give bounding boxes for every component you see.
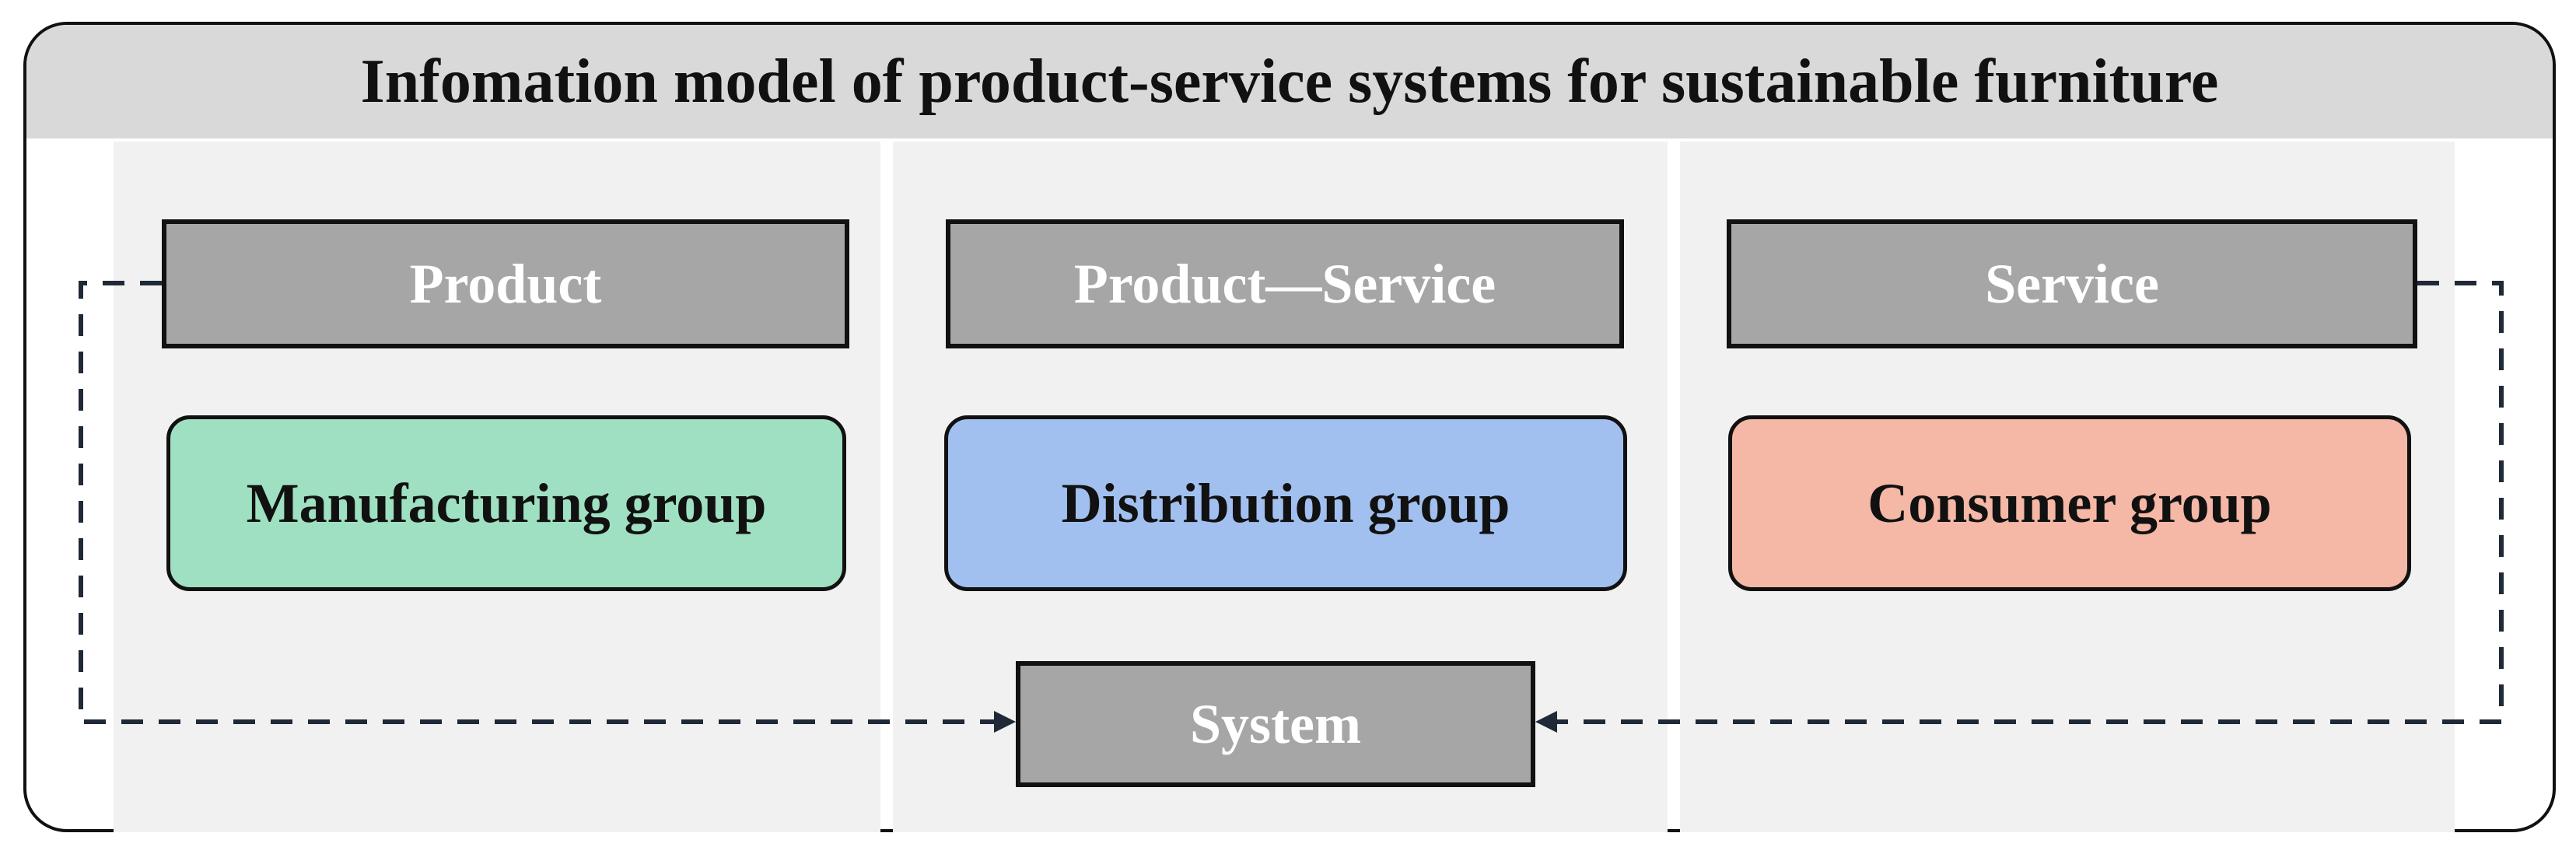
diagram-title: Infomation model of product-service syst… [360, 47, 2219, 116]
system-box: System [1016, 661, 1535, 787]
header-service: Service [1727, 219, 2417, 348]
distribution-group-box: Distribution group [944, 415, 1627, 591]
connector-product-to-system [79, 281, 1011, 724]
title-band [26, 25, 2553, 138]
manufacturing-group-box: Manufacturing group [166, 415, 846, 591]
header-product: Product [162, 219, 849, 348]
connector-service-to-system [1540, 281, 2504, 724]
arrowhead-left [994, 711, 1016, 733]
header-product-service: Product—Service [946, 219, 1624, 348]
consumer-group-box: Consumer group [1728, 415, 2411, 591]
arrowhead-right [1535, 711, 1557, 733]
